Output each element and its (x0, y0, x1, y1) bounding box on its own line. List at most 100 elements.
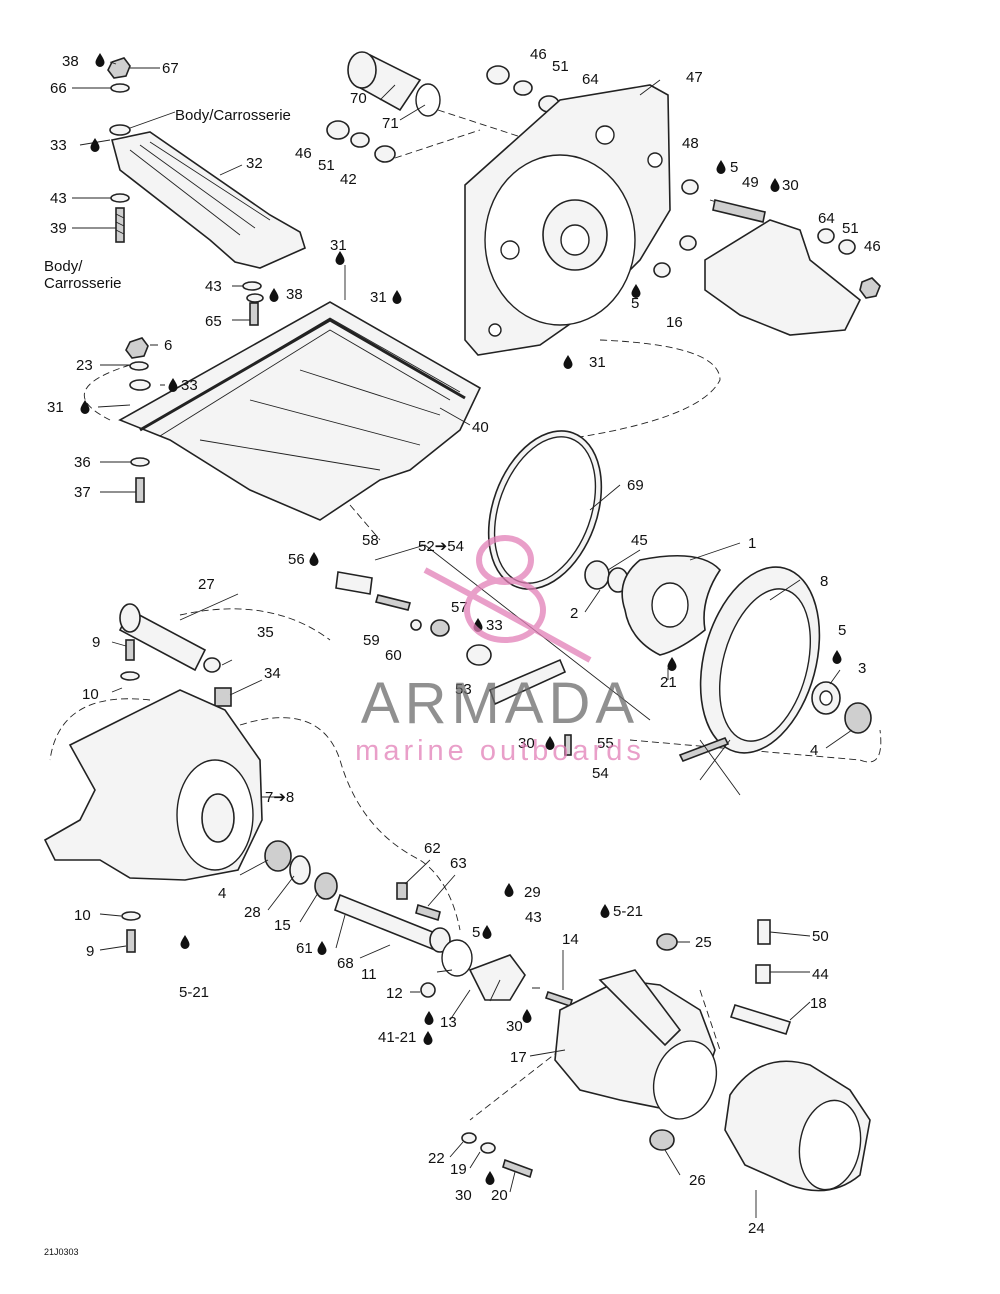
o-ring-11 (441, 939, 473, 977)
callout-46c: 46 (864, 238, 881, 255)
callout-11: 11 (361, 966, 377, 983)
bearing-45 (584, 560, 610, 590)
callout-26: 26 (689, 1172, 706, 1189)
drive-shaft-68 (334, 893, 441, 952)
note-body-top: Body/Carrosserie (175, 107, 291, 124)
callout-64b: 64 (818, 210, 835, 227)
linkage-group (335, 544, 651, 756)
nozzle-group (396, 882, 871, 1192)
callout-58: 58 (362, 532, 379, 549)
drop-icon (80, 400, 90, 414)
callout-46a: 46 (530, 46, 547, 63)
callout-2: 2 (570, 605, 578, 622)
callout-13: 13 (440, 1014, 457, 1031)
callout-5b: 5 (631, 295, 639, 312)
bolt-9a (125, 639, 135, 661)
washer-43b (242, 281, 262, 291)
drawing-code: 21J0303 (44, 1247, 79, 1257)
callout-61: 61 (296, 940, 313, 957)
nut-60 (410, 619, 422, 631)
callout-27: 27 (198, 576, 215, 593)
callout-53: 53 (455, 681, 472, 698)
plug-12 (420, 982, 436, 998)
drop-icon (504, 883, 514, 897)
bolt-20 (502, 1158, 533, 1179)
washer-66 (110, 83, 130, 93)
washer-64b (817, 228, 835, 244)
callout-62: 62 (424, 840, 441, 857)
bracket-32 (111, 131, 306, 269)
callout-521a: 5-21 (179, 984, 209, 1001)
bolt-39 (115, 207, 125, 243)
callout-22: 22 (428, 1150, 445, 1167)
bolt-37 (135, 477, 145, 503)
callout-31b: 31 (47, 399, 64, 416)
callout-30b: 30 (518, 735, 535, 752)
callout-48: 48 (682, 135, 699, 152)
callout-35: 35 (257, 624, 274, 641)
callout-50: 50 (812, 928, 829, 945)
washer-48 (681, 179, 699, 195)
callout-69: 69 (627, 477, 644, 494)
drop-icon (392, 290, 402, 304)
washer-33b (129, 379, 151, 391)
washer-42 (374, 145, 396, 163)
washer-28 (289, 855, 311, 885)
washer-23 (129, 361, 149, 371)
drop-icon (180, 935, 190, 949)
callout-10a: 10 (82, 686, 99, 703)
callout-31c: 31 (370, 289, 387, 306)
callout-14: 14 (562, 931, 579, 948)
watermark-brand: ARMADA (361, 671, 639, 736)
washer-38b (246, 293, 264, 303)
callout-45: 45 (631, 532, 648, 549)
callout-47: 47 (686, 69, 703, 86)
callout-16: 16 (666, 314, 683, 331)
seal-46a (486, 65, 510, 85)
bolt-14 (544, 990, 574, 1008)
drop-icon (563, 355, 573, 369)
hull-plate-40 (118, 301, 482, 521)
callout-60: 60 (385, 647, 402, 664)
assembly-dashed-lines (49, 109, 882, 1121)
pin-18 (729, 1004, 792, 1035)
callout-43a: 43 (50, 190, 67, 207)
callout-65: 65 (205, 313, 222, 330)
washer-43a (110, 193, 130, 203)
callout-24: 24 (748, 1220, 765, 1237)
callout-36: 36 (74, 454, 91, 471)
callout-34: 34 (264, 665, 281, 682)
cover-13 (468, 954, 526, 1001)
drop-icon (90, 138, 100, 152)
drop-icon (832, 650, 842, 664)
watermark-emblem-icon (423, 535, 592, 663)
callout-43b: 43 (205, 278, 222, 295)
callout-33a: 33 (50, 137, 67, 154)
callout-23: 23 (76, 357, 93, 374)
callout-31a: 31 (330, 237, 347, 254)
drop-icon (770, 178, 780, 192)
washer-51b (350, 132, 370, 148)
callout-56: 56 (288, 551, 305, 568)
bolt-55 (564, 734, 572, 756)
drop-icon (600, 904, 610, 918)
bolt-50 (757, 919, 771, 945)
callout-38a: 38 (62, 53, 79, 70)
screw-63 (415, 903, 441, 922)
callout-67: 67 (162, 60, 179, 77)
callout-29: 29 (524, 884, 541, 901)
callout-41: 41-21 (378, 1029, 416, 1046)
note-body-side-1: Body/ (44, 258, 83, 275)
watermark: ARMADA marine outboards (355, 535, 641, 767)
pump-housing-group (326, 51, 881, 356)
callout-4b: 4 (218, 885, 226, 902)
leader-lines (72, 61, 853, 1218)
washer-10b (121, 911, 141, 921)
callout-9b: 9 (86, 943, 94, 960)
drop-icon (716, 160, 726, 174)
callout-8: 8 (820, 573, 828, 590)
bolt-49 (712, 199, 766, 223)
callout-18: 18 (810, 995, 827, 1012)
drop-icon (168, 378, 178, 392)
